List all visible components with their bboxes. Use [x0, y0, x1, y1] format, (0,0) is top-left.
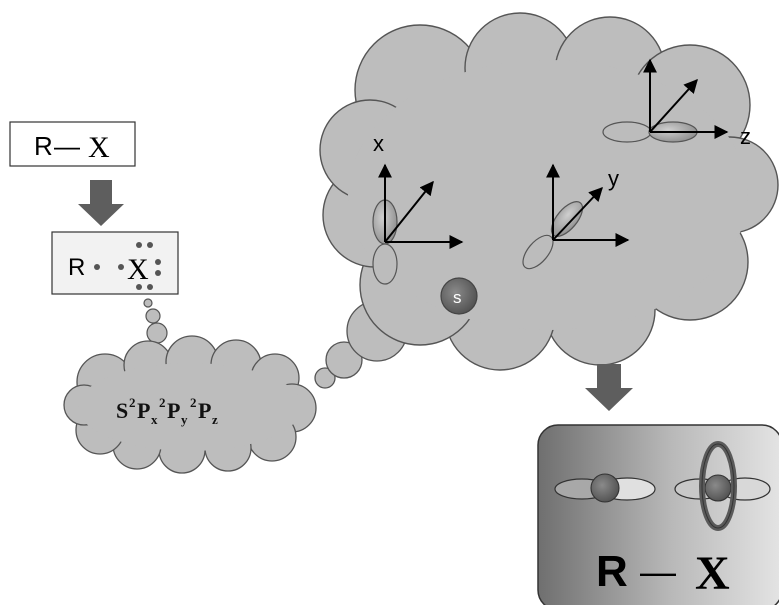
result-x-label: X [695, 547, 730, 600]
x-orbital-ring [674, 441, 771, 531]
thought-bubble [143, 298, 153, 308]
axes-y-orbital: y [522, 163, 630, 270]
config-sup: 2 [190, 395, 197, 410]
box-lewis: R X [51, 231, 179, 295]
config-p: P [137, 398, 150, 423]
small-thought-bubbles [143, 298, 168, 344]
electron-dot [147, 242, 153, 248]
electron-dot [136, 284, 142, 290]
config-sup: 2 [129, 395, 136, 410]
config-sup: 2 [159, 395, 166, 410]
axis-label-z: z [740, 124, 751, 149]
atom-core [590, 473, 620, 503]
electron-configuration: S 2 P x 2 P y 2 P z [116, 395, 218, 427]
small-cloud: S 2 P x 2 P y 2 P z [63, 335, 317, 474]
axis-label-x: x [373, 131, 384, 156]
config-sub: z [212, 412, 218, 427]
axis-arrow [384, 180, 434, 243]
atom-core [704, 474, 732, 502]
axis-arrow [649, 78, 698, 133]
thought-bubble [314, 367, 336, 389]
p-orbital-lobe [372, 243, 398, 285]
thought-bubble [145, 308, 161, 324]
result-r-label: R [596, 547, 628, 596]
electron-dot [155, 270, 161, 276]
config-s: S [116, 398, 128, 423]
axis-label-y: y [608, 166, 619, 191]
result-panel: R — X [537, 424, 779, 605]
axes-x-orbital: x [372, 131, 464, 285]
thought-bubble [146, 322, 168, 344]
box2-r-label: R [68, 254, 85, 281]
p-orbital-lobe [602, 121, 652, 143]
big-cloud: x y z s [319, 12, 779, 371]
result-panel-frame [537, 424, 779, 605]
p-orbital-lobe [522, 234, 554, 270]
box1-bond: — [54, 131, 80, 161]
box1-x-label: X [88, 131, 110, 164]
axes-z-orbital: z [602, 58, 751, 149]
axis-arrow [552, 186, 603, 241]
electron-belt-ring-outline [701, 443, 735, 529]
electron-dot [94, 264, 100, 270]
electron-dot [147, 284, 153, 290]
result-bond: — [640, 551, 676, 592]
thought-bubble [325, 341, 363, 379]
box1-r-label: R [34, 131, 53, 161]
r-orbital-pair [554, 473, 656, 503]
box-r-x: R — X [9, 121, 136, 167]
down-arrow-1 [78, 180, 124, 226]
electron-dot [136, 242, 142, 248]
box-r-x-frame [9, 121, 136, 167]
electron-dot [118, 264, 124, 270]
s-orbital: s [440, 277, 478, 315]
box2-x-label: X [127, 253, 149, 286]
electron-dot [155, 259, 161, 265]
config-sub: y [181, 412, 188, 427]
s-orbital-label: s [453, 288, 462, 307]
down-arrow-2 [585, 364, 633, 411]
s-orbital-sphere [440, 277, 478, 315]
config-sub: x [151, 412, 158, 427]
config-p: P [167, 398, 180, 423]
config-p: P [198, 398, 211, 423]
